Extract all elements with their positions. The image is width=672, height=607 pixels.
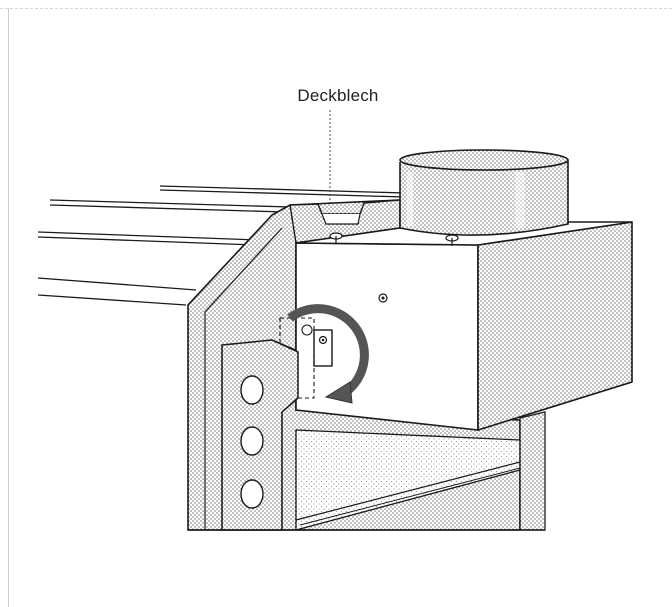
page-border-left [8,8,9,607]
rotate-arrow-icon [287,304,369,404]
deckblech-label: Deckblech [297,86,379,105]
page-border-top [0,8,672,9]
bracket-holes [240,375,264,509]
latch-bracket [279,317,333,399]
cover-plate-notch [321,213,361,225]
cylinder-body [399,160,569,236]
top-screws [329,232,459,246]
frame-inner-edge [204,227,283,530]
rails [37,185,406,306]
box-right-face [477,221,633,432]
right-post [519,411,546,531]
front-screw [378,293,388,303]
cylinder-top [399,149,569,171]
